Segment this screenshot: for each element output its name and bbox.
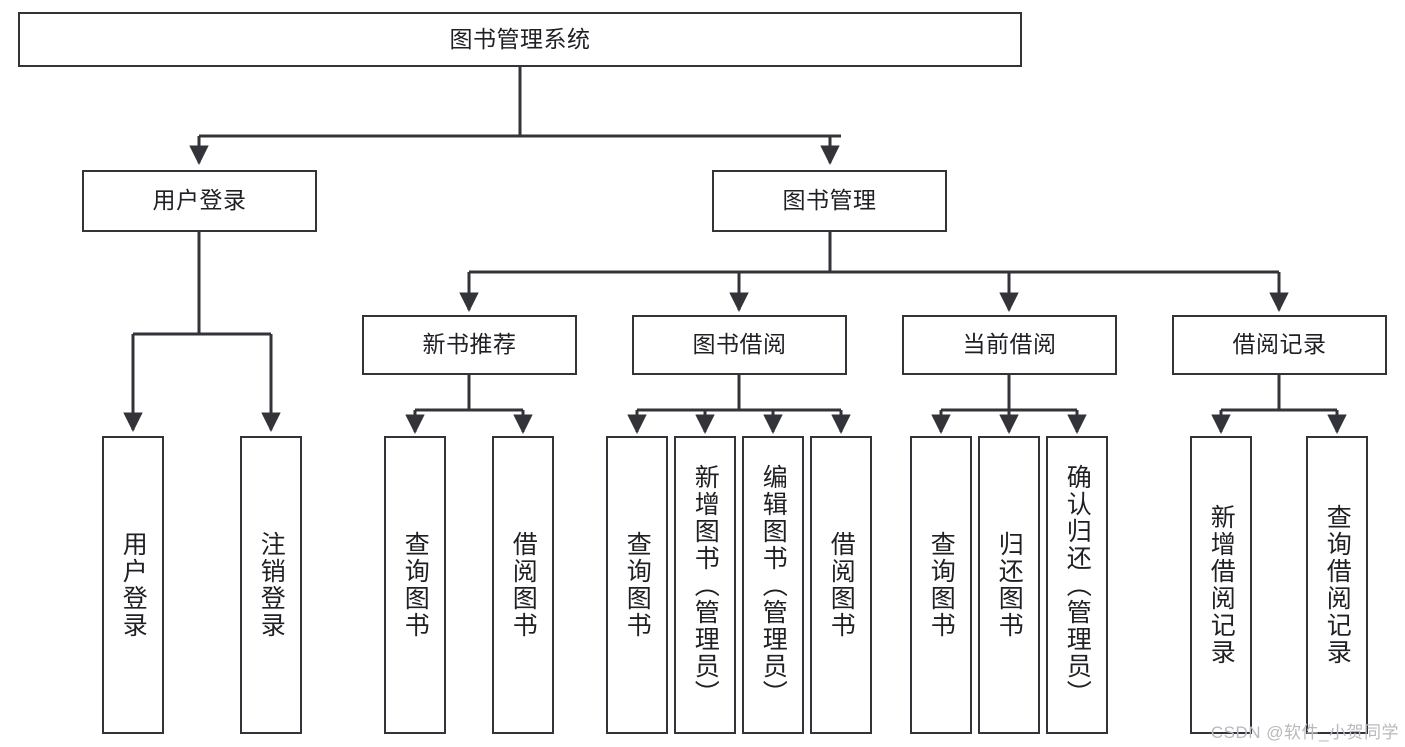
node-label: 查询图书 (401, 531, 430, 639)
node-label: 新增借阅记录 (1207, 504, 1236, 666)
leaf-record-add-record[interactable]: 新增借阅记录 (1190, 436, 1252, 734)
leaf-borrow-query-book[interactable]: 查询图书 (606, 436, 668, 734)
node-root-system[interactable]: 图书管理系统 (18, 12, 1022, 67)
leaf-user-logout[interactable]: 注销登录 (240, 436, 302, 734)
leaf-recommend-borrow-book[interactable]: 借阅图书 (492, 436, 554, 734)
leaf-record-query-record[interactable]: 查询借阅记录 (1306, 436, 1368, 734)
node-label: 借阅记录 (1232, 331, 1327, 358)
watermark: CSDN @软件_小贺同学 (1210, 723, 1399, 742)
node-label: 图书管理系统 (449, 25, 591, 52)
leaf-current-confirm-return-admin[interactable]: 确认归还（管理员） (1046, 436, 1108, 734)
node-borrow-record[interactable]: 借阅记录 (1172, 315, 1387, 375)
node-label: 新增图书（管理员） (691, 463, 720, 707)
node-user-login[interactable]: 用户登录 (82, 170, 317, 232)
leaf-borrow-borrow-book[interactable]: 借阅图书 (810, 436, 872, 734)
node-label: 归还图书 (995, 531, 1024, 639)
node-label: 用户登录 (152, 187, 247, 214)
node-new-book-recommend[interactable]: 新书推荐 (362, 315, 577, 375)
node-label: 图书管理 (782, 187, 877, 214)
node-label: 用户登录 (119, 531, 148, 639)
node-book-management[interactable]: 图书管理 (712, 170, 947, 232)
node-book-borrow[interactable]: 图书借阅 (632, 315, 847, 375)
node-label: 查询图书 (623, 531, 652, 639)
node-label: 注销登录 (257, 531, 286, 639)
node-label: 查询借阅记录 (1323, 504, 1352, 666)
leaf-current-query-book[interactable]: 查询图书 (910, 436, 972, 734)
leaf-current-return-book[interactable]: 归还图书 (978, 436, 1040, 734)
node-label: 图书借阅 (692, 331, 787, 358)
node-label: 借阅图书 (509, 531, 538, 639)
node-label: 当前借阅 (962, 331, 1057, 358)
node-label: 借阅图书 (827, 531, 856, 639)
leaf-borrow-edit-book-admin[interactable]: 编辑图书（管理员） (742, 436, 804, 734)
node-label: 确认归还（管理员） (1063, 463, 1092, 707)
leaf-borrow-add-book-admin[interactable]: 新增图书（管理员） (674, 436, 736, 734)
node-label: 新书推荐 (422, 331, 517, 358)
node-current-borrow[interactable]: 当前借阅 (902, 315, 1117, 375)
node-label: 查询图书 (927, 531, 956, 639)
leaf-recommend-query-book[interactable]: 查询图书 (384, 436, 446, 734)
node-label: 编辑图书（管理员） (759, 463, 788, 707)
leaf-user-login[interactable]: 用户登录 (102, 436, 164, 734)
